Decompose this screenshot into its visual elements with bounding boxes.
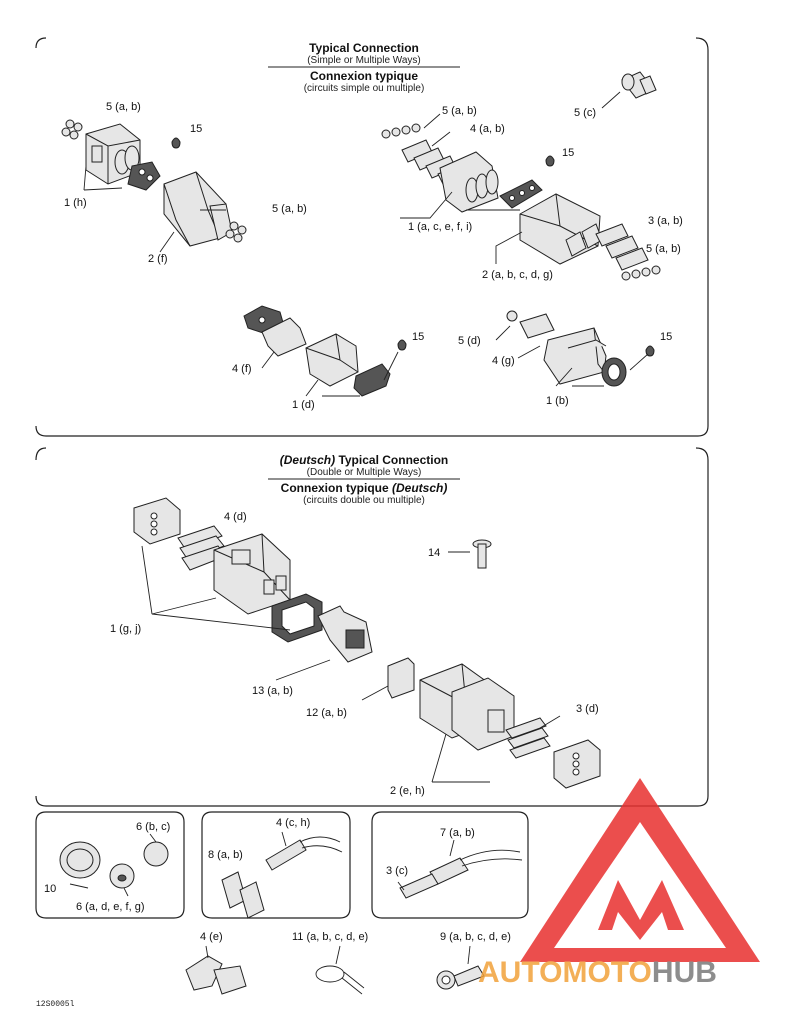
label-6bc: 6 (b, c) — [136, 821, 170, 833]
panel2-subtitle: (Double or Multiple Ways) — [307, 467, 422, 478]
label-1acefi: 1 (a, c, e, f, i) — [408, 221, 472, 233]
connector-1d-4f-drawing — [243, 305, 407, 397]
label-2f: 2 (f) — [148, 253, 168, 265]
terminals-3ab-drawing — [595, 223, 649, 271]
label-5ab-mid: 5 (a, b) — [272, 203, 307, 215]
label-4f: 4 (f) — [232, 363, 252, 375]
label-1h: 1 (h) — [64, 197, 87, 209]
label-1gj: 1 (g, j) — [110, 623, 141, 635]
label-3d: 3 (d) — [576, 703, 599, 715]
panel2-title-main: Typical Connection — [335, 453, 448, 467]
figure-code: 12S0005l — [36, 1000, 75, 1009]
caps-drawing — [59, 833, 169, 897]
label-1d: 1 (d) — [292, 399, 315, 411]
label-15-left: 15 — [190, 123, 202, 135]
panel2-title-fr: Connexion typique (Deutsch) — [281, 481, 448, 495]
label-2eh: 2 (e, h) — [390, 785, 425, 797]
plug-5c-drawing — [601, 71, 657, 109]
label-4d: 4 (d) — [224, 511, 247, 523]
panel1-subtitle-fr: (circuits simple ou multiple) — [304, 83, 425, 94]
panel2-title-fr-main: Connexion typique — [281, 481, 392, 495]
terminal-4e-drawing — [185, 945, 247, 995]
watermark-m-shape — [598, 880, 684, 940]
panel-typical-connection: Typical Connection (Simple or Multiple W… — [35, 37, 709, 437]
label-4g: 4 (g) — [492, 355, 515, 367]
label-4e: 4 (e) — [200, 931, 223, 943]
watermark-text-part1: AUTOMOTO — [478, 956, 652, 989]
seal-5ab-mid-drawing — [225, 221, 247, 243]
seals-5ab-right-drawing — [621, 265, 661, 281]
deutsch-receptacle-drawing — [133, 497, 373, 681]
label-9: 9 (a, b, c, d, e) — [440, 931, 511, 943]
connector-1h-2f-drawing — [61, 119, 247, 253]
panel2-title-italic: (Deutsch) — [280, 453, 335, 467]
watermark-logo: AUTOMOTOHUB — [478, 778, 760, 989]
watermark-text: AUTOMOTOHUB — [478, 956, 717, 989]
label-5c: 5 (c) — [574, 107, 596, 119]
label-4ab: 4 (a, b) — [470, 123, 505, 135]
bottom-loose-parts: 4 (e) 11 (a, b, c, d, e) 9 (a, b, c, d, … — [185, 931, 511, 995]
wedge-seal-drawing — [133, 497, 181, 545]
label-11: 11 (a, b, c, d, e) — [292, 931, 368, 943]
label-1b: 1 (b) — [546, 395, 569, 407]
panel1-title-fr: Connexion typique — [310, 69, 418, 83]
label-5ab-left: 5 (a, b) — [106, 101, 141, 113]
panel-splice: 4 (c, h) 8 (a, b) — [201, 811, 351, 919]
label-15-right: 15 — [562, 147, 574, 159]
label-5d: 5 (d) — [458, 335, 481, 347]
label-10: 10 — [44, 883, 56, 895]
splice-drawing — [221, 831, 343, 919]
watermark-text-part2: HUB — [652, 956, 717, 989]
panel2-title: (Deutsch) Typical Connection — [280, 453, 448, 467]
connector-1b-4g-drawing — [495, 310, 655, 387]
label-5ab-right: 5 (a, b) — [646, 243, 681, 255]
label-3c: 3 (c) — [386, 865, 408, 877]
ring-terminal-9-drawing — [436, 945, 485, 990]
pin-14-drawing — [448, 539, 492, 569]
panel-caps: 6 (b, c) 10 6 (a, d, e, f, g) — [35, 811, 185, 919]
label-8ab: 8 (a, b) — [208, 849, 243, 861]
panel2-title-fr-italic: (Deutsch) — [392, 481, 447, 495]
label-13ab: 13 (a, b) — [252, 685, 293, 697]
label-2abcdg: 2 (a, b, c, d, g) — [482, 269, 553, 281]
label-12ab: 12 (a, b) — [306, 707, 347, 719]
panel-deutsch-connection: (Deutsch) Typical Connection (Double or … — [35, 447, 709, 807]
label-5ab-top: 5 (a, b) — [442, 105, 477, 117]
label-15-bl: 15 — [412, 331, 424, 343]
seals-5ab-top-drawing — [381, 123, 421, 139]
panel2-subtitle-fr: (circuits double ou multiple) — [303, 495, 425, 506]
seal-5d-drawing — [506, 310, 518, 322]
panel1-title: Typical Connection — [309, 41, 419, 55]
panel-sensor: 7 (a, b) 3 (c) — [371, 811, 529, 919]
seal-5ab-left-drawing — [61, 119, 83, 140]
label-14: 14 — [428, 547, 440, 559]
deutsch-plug-drawing — [361, 657, 601, 789]
label-6adefg: 6 (a, d, e, f, g) — [76, 901, 144, 913]
connector-1acefi-2abcdg-drawing — [381, 113, 661, 281]
label-7ab: 7 (a, b) — [440, 827, 475, 839]
cable-tie-11-drawing — [315, 945, 365, 995]
panel1-subtitle: (Simple or Multiple Ways) — [307, 55, 421, 66]
label-15-br: 15 — [660, 331, 672, 343]
label-3ab: 3 (a, b) — [648, 215, 683, 227]
sensor-drawing — [397, 839, 523, 899]
label-4ch: 4 (c, h) — [276, 817, 310, 829]
